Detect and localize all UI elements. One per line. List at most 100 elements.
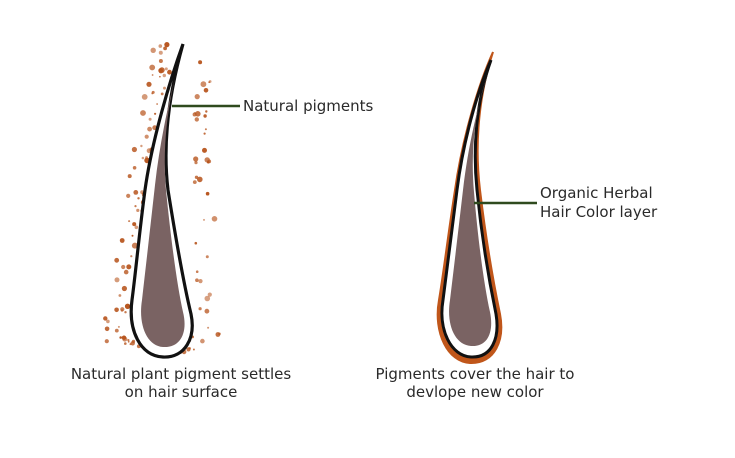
pigment-dot	[158, 59, 163, 63]
pigment-dot	[104, 339, 109, 344]
pigment-dot	[198, 279, 203, 284]
pigment-dot	[203, 132, 206, 135]
pigment-dot	[204, 157, 210, 163]
pigment-dot	[162, 73, 166, 78]
pigment-dot	[114, 257, 120, 263]
pigment-dot	[131, 234, 134, 237]
pigment-dot	[156, 103, 158, 105]
pigment-dot	[124, 303, 131, 309]
pigment-dot	[202, 147, 207, 153]
pigment-dot	[131, 146, 137, 153]
pigment-dot	[133, 190, 139, 195]
pigment-dots	[103, 42, 221, 355]
pigment-dot	[159, 75, 161, 78]
pigment-dot	[132, 166, 137, 170]
pigment-dot	[205, 255, 209, 259]
pigment-dot	[146, 81, 152, 87]
left-caption-line2: on hair surface	[124, 383, 238, 401]
pigment-dot	[134, 225, 139, 230]
right-caption-line1: Pigments cover the hair to	[375, 365, 575, 383]
pigment-dot	[134, 205, 137, 208]
herbal-layer-label-line1: Organic Herbal	[540, 184, 653, 202]
pigment-dot	[198, 307, 202, 311]
pigment-dot	[114, 277, 120, 283]
pigment-dot	[200, 81, 207, 88]
pigment-dot	[151, 74, 154, 76]
pigment-dot	[164, 42, 170, 48]
pigment-dot	[127, 339, 130, 342]
pigment-dot	[104, 326, 110, 332]
pigment-dot	[195, 111, 201, 117]
pigment-dot	[203, 88, 209, 93]
pigment-dot	[117, 325, 120, 328]
pigment-dot	[119, 336, 122, 339]
natural-pigments-text: Natural pigments	[243, 97, 374, 115]
right-caption-line2: devlope new color	[406, 383, 544, 401]
left-hair-strand	[103, 42, 221, 359]
pigment-dot	[149, 64, 156, 71]
pigment-dot	[192, 348, 195, 351]
pigment-dot	[121, 285, 127, 292]
pigment-dot	[144, 134, 149, 139]
pigment-dot	[195, 270, 199, 274]
pigment-dot	[163, 46, 168, 51]
pigment-dot	[192, 180, 197, 185]
pigment-dot	[141, 156, 145, 160]
pigment-dot	[163, 86, 166, 90]
pigment-dot	[158, 44, 163, 48]
pigment-dot	[140, 110, 146, 116]
pigment-dot	[140, 144, 143, 148]
pigment-dot	[132, 222, 137, 227]
pigment-dot	[194, 241, 198, 245]
pigment-dot	[103, 316, 108, 321]
pigment-dot	[145, 156, 148, 159]
pigment-dot	[130, 255, 133, 258]
pigment-dot	[194, 117, 199, 122]
pigment-dot	[123, 269, 129, 275]
pigment-dot	[205, 191, 210, 196]
pigment-dot	[200, 338, 205, 344]
pigment-dot	[118, 294, 122, 297]
pigment-dot	[195, 278, 199, 283]
pigment-dot	[211, 216, 218, 222]
pigment-dot	[127, 174, 132, 179]
pigment-dot	[121, 264, 126, 270]
pigment-dot	[158, 50, 163, 55]
pigment-dot	[207, 292, 212, 297]
pigment-dot	[126, 264, 132, 270]
pigment-dot	[167, 69, 172, 75]
pigment-dot	[150, 47, 156, 53]
natural-pigments-label: Natural pigments	[243, 97, 373, 116]
pigment-dot	[151, 90, 155, 94]
herbal-layer-label-line2: Hair Color layer	[540, 203, 658, 221]
pigment-dot	[204, 308, 210, 314]
pigment-dot	[218, 332, 221, 336]
pigment-dot	[120, 309, 124, 312]
pigment-dot	[193, 156, 199, 162]
right-hair-shaft	[449, 74, 492, 347]
pigment-dot	[164, 67, 168, 71]
pigment-dot	[124, 311, 127, 314]
pigment-dot	[197, 176, 203, 183]
pigment-dot	[205, 110, 208, 113]
pigment-dot	[194, 94, 200, 100]
pigment-dot	[131, 339, 136, 343]
pigment-dot	[114, 307, 119, 313]
pigment-dot	[198, 60, 203, 65]
pigment-dot	[127, 340, 130, 343]
pigment-dot	[203, 114, 207, 118]
herbal-layer-label: Organic Herbal Hair Color layer	[540, 184, 657, 222]
pigment-dot	[148, 117, 152, 121]
pigment-dot	[204, 128, 207, 131]
pigment-dot	[124, 342, 127, 345]
pigment-dot	[131, 242, 138, 249]
pigment-dot	[208, 81, 211, 84]
pigment-dot	[204, 295, 211, 302]
left-hair-shaft	[141, 60, 185, 348]
pigment-dot	[136, 208, 140, 212]
pigment-dot	[186, 347, 191, 352]
right-caption: Pigments cover the hair to devlope new c…	[310, 365, 640, 401]
pigment-dot	[207, 326, 210, 329]
left-caption-line1: Natural plant pigment settles	[70, 365, 292, 383]
pigment-dot	[122, 336, 128, 342]
